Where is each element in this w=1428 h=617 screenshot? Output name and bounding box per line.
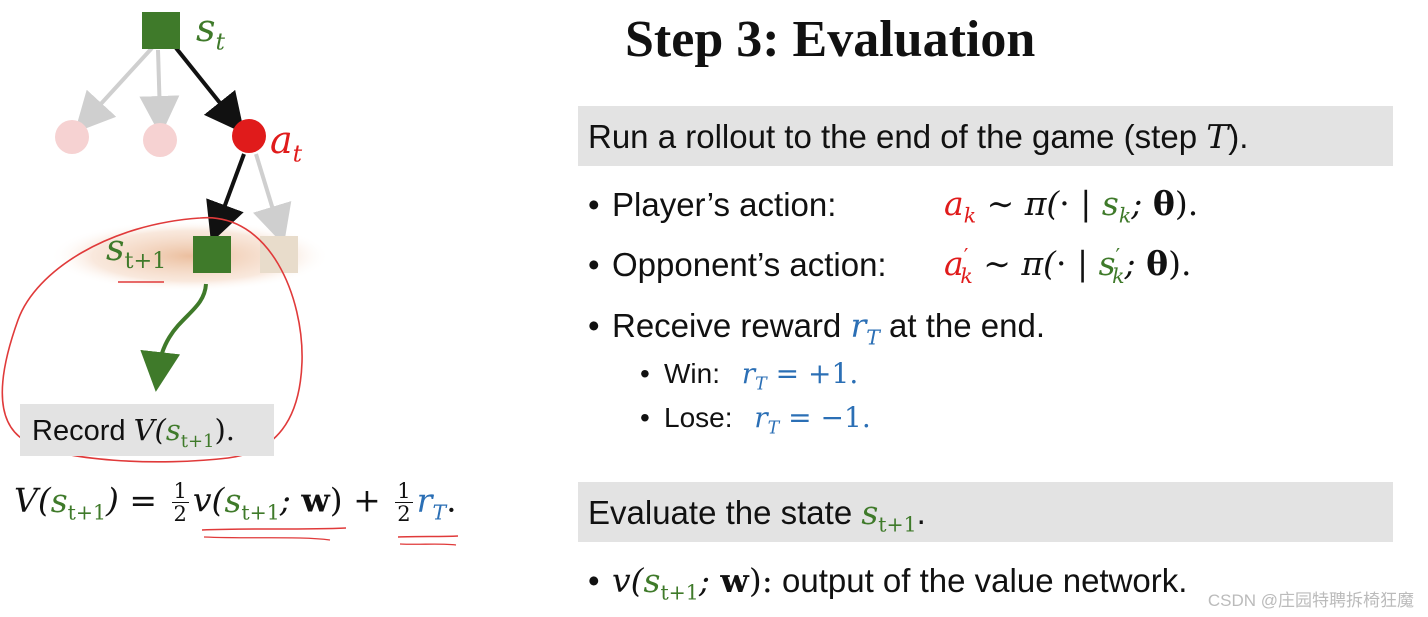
action-label-at: at [270, 118, 303, 168]
record-value-expr: V(st+1). [133, 413, 235, 452]
player-action-expr: ak ∼ π(· | sk; θ). [944, 184, 1199, 228]
sub-bullet-lose: •Lose: rT = −1. [640, 401, 871, 439]
sub-bullet-win: •Win: rT = +1. [640, 357, 859, 395]
evaluate-heading-bar: Evaluate the state st+1. [578, 482, 1393, 542]
edge-action-to-faded-state [253, 153, 292, 246]
watermark: CSDN @庄园特聘拆椅狂魔 [1207, 591, 1414, 610]
red-underline-v [201, 527, 347, 531]
state-label-st1: st+1 [106, 228, 167, 275]
rollout-heading-bar: Run a rollout to the end of the game (st… [578, 106, 1393, 166]
slide-title: Step 3: Evaluation [625, 11, 1036, 68]
edge-action-to-next-state [206, 153, 246, 243]
red-underline-r [397, 535, 459, 538]
opponent-action-expr: a′k ∼ π(· | s′k; θ). [944, 244, 1192, 288]
record-box: Record V(st+1). [20, 404, 274, 456]
faded-action-node-1 [55, 120, 89, 154]
record-label: Record [32, 415, 126, 447]
red-underline-v2 [203, 536, 331, 541]
state-node-root [142, 12, 180, 49]
edge-root-to-action [174, 46, 245, 134]
record-arrow [140, 283, 208, 392]
state-label-st: st [196, 6, 225, 56]
bullet-player-action: •Player’s action: [588, 186, 837, 223]
search-tree-diagram [1, 12, 459, 546]
faded-state-node [260, 236, 298, 273]
bullet-opponent-action: •Opponent’s action: [588, 246, 887, 283]
red-underline-r2 [399, 543, 457, 546]
bullet-value-network: •v(st+1; w): output of the value network… [588, 561, 1188, 605]
action-node-at [232, 119, 266, 153]
rollout-heading: Run a rollout to the end of the game (st… [588, 117, 1249, 156]
bullet-receive-reward: •Receive reward rT at the end. [588, 306, 1045, 350]
faded-action-node-2 [143, 123, 177, 157]
edge-root-to-faded-2 [139, 49, 180, 136]
red-hand-circle [1, 217, 303, 463]
edge-root-to-faded-1 [74, 46, 154, 133]
evaluate-heading: Evaluate the state st+1. [588, 493, 926, 537]
state-node-next [193, 236, 231, 273]
